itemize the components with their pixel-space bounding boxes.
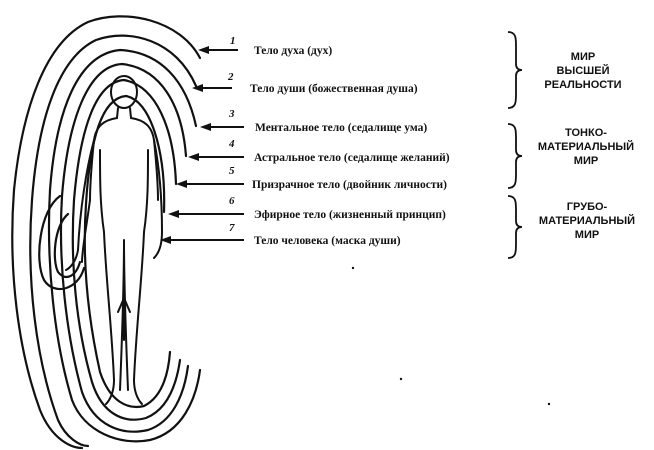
arrow-head-6 bbox=[168, 210, 179, 218]
world-bracket-3 bbox=[508, 196, 522, 258]
body-label-5: Призрачное тело (двойник личности) bbox=[252, 179, 447, 191]
arrow-head-3 bbox=[200, 123, 211, 131]
body-label-4: Астральное тело (седалище желаний) bbox=[254, 152, 450, 164]
world-label-3-line-1: ГРУБО- bbox=[567, 201, 608, 213]
body-label-7: Тело человека (маска души) bbox=[254, 235, 401, 247]
world-label-3-line-2: МАТЕРИАЛЬНЫЙ bbox=[539, 214, 635, 227]
body-number-2: 2 bbox=[227, 71, 234, 83]
world-bracket-1 bbox=[508, 32, 522, 108]
body-label-2: Тело души (божественная душа) bbox=[250, 83, 418, 95]
body-number-4: 4 bbox=[228, 138, 235, 150]
arrow-head-2 bbox=[192, 84, 203, 92]
body-number-1: 1 bbox=[230, 35, 236, 47]
arrow-head-4 bbox=[188, 153, 199, 161]
figure-torso bbox=[90, 118, 158, 232]
world-label-2-line-3: МИР bbox=[574, 155, 598, 167]
world-label-3-line-3: МИР bbox=[575, 229, 599, 241]
speck bbox=[400, 378, 402, 380]
speck bbox=[548, 403, 550, 405]
figure-core-arrow bbox=[118, 298, 130, 340]
aura-arm-loop-inner bbox=[55, 214, 80, 277]
body-number-6: 6 bbox=[229, 195, 235, 207]
world-label-2-line-2: МАТЕРИАЛЬНЫЙ bbox=[538, 140, 634, 153]
world-label-1-line-3: РЕАЛЬНОСТИ bbox=[544, 79, 621, 91]
body-label-1: Тело духа (дух) bbox=[254, 45, 332, 57]
body-number-7: 7 bbox=[229, 222, 235, 234]
body-label-3: Ментальное тело (седалище ума) bbox=[255, 122, 427, 134]
world-bracket-2 bbox=[508, 124, 522, 188]
speck bbox=[352, 267, 354, 269]
body-label-6: Эфирное тело (жизненный принцип) bbox=[254, 209, 446, 221]
world-label-1-line-2: ВЫСШЕЙ bbox=[557, 64, 610, 77]
body-number-5: 5 bbox=[229, 165, 235, 177]
world-groups: МИРВЫСШЕЙРЕАЛЬНОСТИТОНКО-МАТЕРИАЛЬНЫЙМИР… bbox=[508, 32, 635, 258]
figure-neck bbox=[117, 108, 131, 118]
world-label-2-line-1: ТОНКО- bbox=[565, 127, 607, 139]
body-number-3: 3 bbox=[228, 108, 235, 120]
arrow-head-5 bbox=[176, 180, 187, 188]
aura-contours bbox=[12, 16, 200, 448]
human-figure bbox=[66, 76, 162, 404]
world-label-1-line-1: МИР bbox=[571, 51, 595, 63]
arrow-head-1 bbox=[198, 46, 209, 54]
